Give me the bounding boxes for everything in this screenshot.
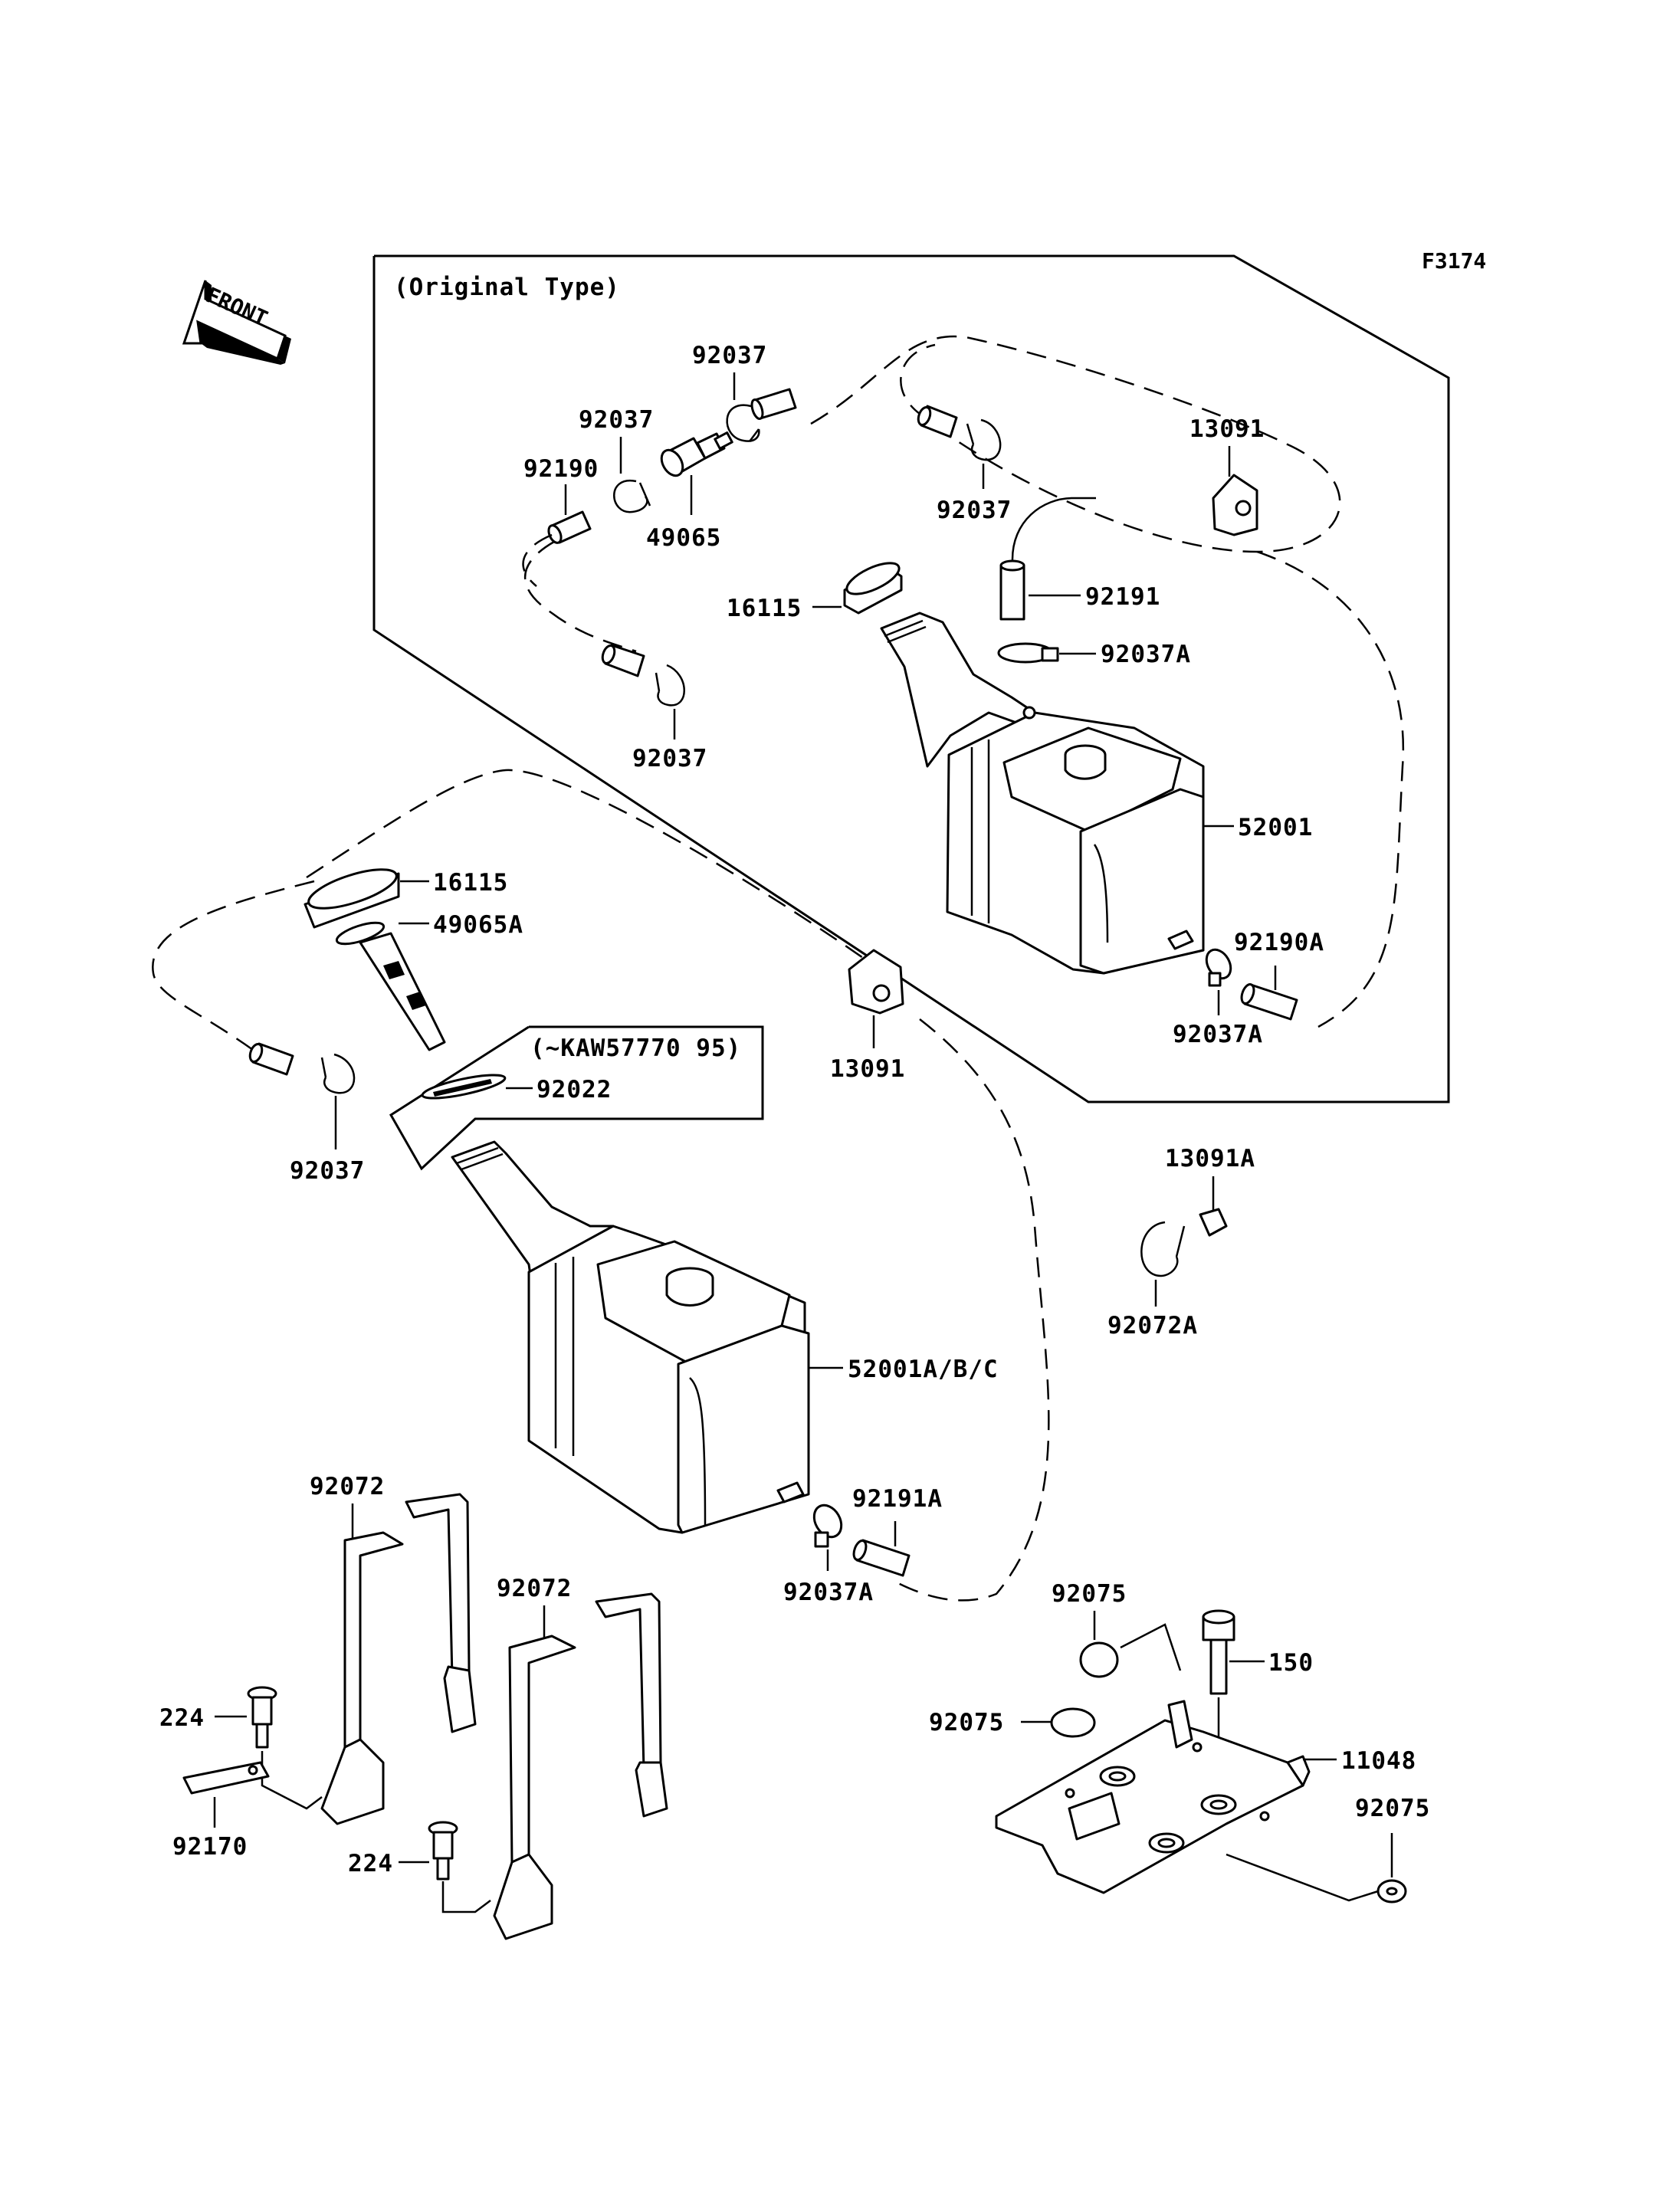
hose-current-outlet xyxy=(852,1539,911,1577)
bolt-right-icon xyxy=(428,1821,458,1881)
original-type-heading: (Original Type) xyxy=(394,274,620,301)
label-224-left: 224 xyxy=(159,1704,205,1732)
label-92072-left: 92072 xyxy=(310,1473,385,1500)
grommet-small-icon xyxy=(1199,1208,1228,1237)
oil-tank-current xyxy=(451,1140,810,1534)
hose-bottom xyxy=(601,644,645,677)
label-13091-current: 13091 xyxy=(830,1055,905,1083)
label-92037A-current: 92037A xyxy=(783,1579,874,1606)
figure-code: F3174 xyxy=(1422,248,1486,274)
label-92191A: 92191A xyxy=(852,1485,943,1513)
hose-outlet xyxy=(1240,983,1298,1021)
label-92037-current: 92037 xyxy=(290,1157,365,1185)
clamp-current-outlet-icon xyxy=(812,1503,843,1548)
label-92072A: 92072A xyxy=(1107,1312,1198,1340)
label-92191: 92191 xyxy=(1085,583,1160,611)
label-92037-mid: 92037 xyxy=(937,497,1012,524)
label-92075-washer: 92075 xyxy=(1355,1795,1430,1822)
label-13091A: 13091A xyxy=(1165,1145,1255,1172)
current-type-assembly: 16115 49065A 13091 92037 (~KAW57770 95) xyxy=(152,769,1255,1606)
gasket-icon xyxy=(421,1074,507,1100)
mounting-bands: 92072 92072 224 92170 xyxy=(159,1473,668,1940)
cap-icon xyxy=(843,562,903,615)
label-16115-original: 16115 xyxy=(727,595,802,622)
label-92037-left-top: 92037 xyxy=(579,406,654,434)
front-arrow-icon: FRONT xyxy=(182,280,291,365)
pad-icon xyxy=(182,1761,270,1795)
filler-strainer xyxy=(335,921,446,1051)
bracket-assembly: 92075 92075 150 xyxy=(929,1580,1430,1904)
plug-top-icon xyxy=(1079,1641,1119,1678)
hose-top xyxy=(750,388,797,421)
label-52001: 52001 xyxy=(1238,814,1313,841)
bracket-icon xyxy=(995,1700,1311,1894)
label-49065A: 49065A xyxy=(433,911,523,939)
label-92037A-right: 92037A xyxy=(1101,641,1191,668)
label-92170: 92170 xyxy=(172,1833,248,1861)
label-92022: 92022 xyxy=(536,1076,612,1103)
check-valve-icon xyxy=(660,431,733,477)
label-13091-original: 13091 xyxy=(1189,415,1265,443)
label-11048: 11048 xyxy=(1341,1747,1416,1775)
clamp-outlet-icon xyxy=(1205,948,1232,987)
serial-note: (~KAW57770 95) xyxy=(530,1035,741,1062)
label-92072-right: 92072 xyxy=(497,1575,572,1602)
original-type-frame: (Original Type) 92037 49065 92037 xyxy=(372,254,1450,1103)
grommet-icon xyxy=(1212,474,1258,536)
label-224-right: 224 xyxy=(348,1850,393,1877)
label-92037-top: 92037 xyxy=(692,342,767,369)
label-92190: 92190 xyxy=(523,455,599,483)
label-92190A: 92190A xyxy=(1234,929,1324,956)
oil-tank-original xyxy=(880,612,1205,975)
label-92037A-outlet: 92037A xyxy=(1173,1021,1263,1048)
label-92075-mid: 92075 xyxy=(929,1709,1004,1736)
grommet-current-icon xyxy=(848,949,904,1015)
label-52001ABC: 52001A/B/C xyxy=(848,1356,999,1383)
hose-right xyxy=(999,559,1025,621)
label-92075-top: 92075 xyxy=(1052,1580,1127,1608)
bolt-left-icon xyxy=(247,1686,277,1749)
label-49065: 49065 xyxy=(646,524,721,552)
label-150: 150 xyxy=(1268,1649,1314,1677)
label-16115-current: 16115 xyxy=(433,869,508,897)
label-92037-bottom: 92037 xyxy=(632,745,707,772)
clamp-right-icon xyxy=(997,642,1059,664)
hose-left xyxy=(547,510,592,544)
hose-mid xyxy=(917,405,958,438)
hose-current xyxy=(248,1042,294,1076)
plug-mid-icon xyxy=(1050,1707,1096,1738)
hose-clamp-icon xyxy=(726,404,760,442)
cap-current-icon xyxy=(304,868,400,929)
bolt-150-icon xyxy=(1202,1609,1235,1695)
